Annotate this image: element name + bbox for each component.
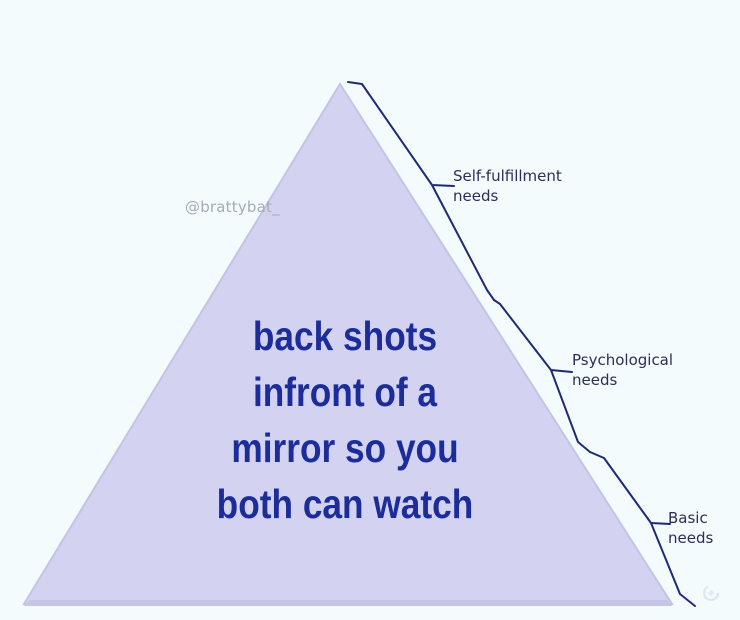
label-self-fulfillment: Self-fulfillment needs [453, 166, 562, 206]
label-basic-line-2: needs [668, 529, 714, 547]
bracket-self-fulfillment [347, 81, 495, 301]
label-self-fulfillment-line-2: needs [453, 187, 499, 205]
label-basic: Basic needs [668, 508, 713, 548]
caption-line-3: mirror so you [231, 425, 459, 471]
caption-line-2: infront of a [252, 369, 438, 415]
caption-line-1: back shots [252, 313, 438, 359]
label-basic-line-1: Basic [668, 509, 708, 527]
pyramid-caption: back shots infront of a mirror so you bo… [177, 308, 512, 532]
bracket-psychological [493, 299, 591, 453]
label-psychological: Psychological needs [572, 350, 673, 390]
pyramid-base-shadow [24, 600, 672, 606]
label-psychological-line-2: needs [572, 371, 618, 389]
watermark-handle: @brattybat_ [185, 198, 280, 216]
caption-line-4: both can watch [216, 481, 474, 527]
bracket-basic [589, 451, 696, 607]
watermark-swirl-icon [703, 585, 719, 601]
label-psychological-line-1: Psychological [572, 351, 674, 369]
label-self-fulfillment-line-1: Self-fulfillment [453, 167, 562, 185]
